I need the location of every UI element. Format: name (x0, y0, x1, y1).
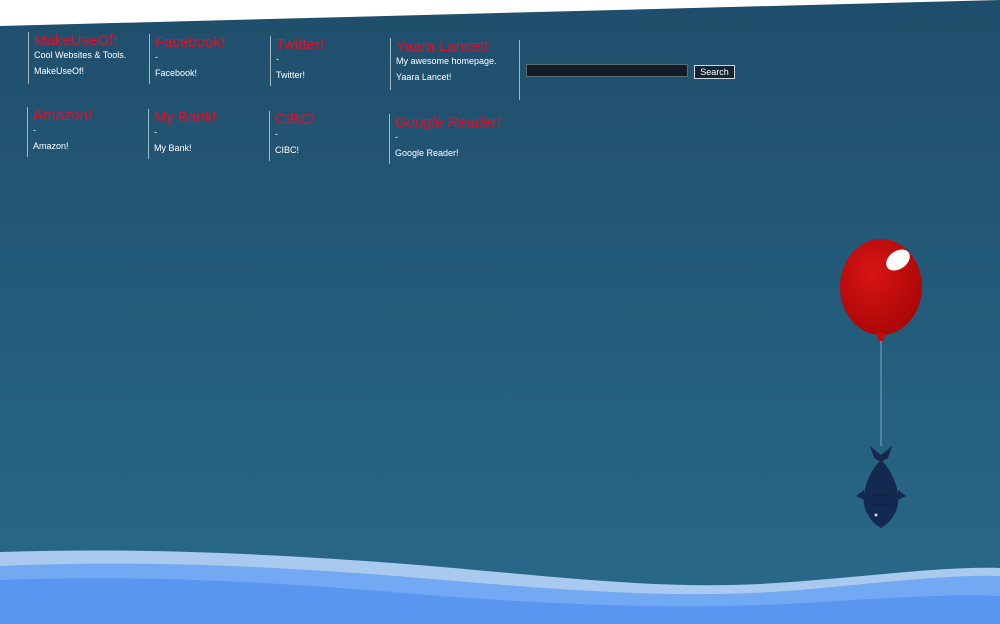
bookmark-description-twitter: - (276, 54, 279, 64)
bookmark-title-amazon[interactable]: Amazon! (33, 107, 93, 124)
bookmark-description-facebook: - (155, 52, 158, 62)
red-balloon-icon (840, 239, 922, 446)
bookmark-description-my-bank: - (154, 127, 157, 137)
waves (0, 550, 1000, 624)
bookmark-tile-yaara-lancet: Yaara Lancet! My awesome homepage. Yaara… (390, 38, 516, 90)
bookmark-tile-amazon: Amazon! - Amazon! (27, 107, 145, 157)
bookmark-link-makeuseof[interactable]: MakeUseOf! (34, 66, 85, 76)
search-input[interactable] (526, 64, 688, 77)
bookmark-link-cibc[interactable]: CIBC! (275, 145, 300, 155)
bookmark-title-google-reader[interactable]: Google Reader! (395, 114, 501, 131)
bookmark-link-google-reader[interactable]: Google Reader! (395, 148, 459, 158)
bookmark-tile-facebook: Facebook! - Facebook! (149, 34, 267, 84)
bookmark-link-yaara-lancet[interactable]: Yaara Lancet! (396, 72, 452, 82)
search-button[interactable]: Search (694, 65, 735, 79)
bookmark-description-cibc: - (275, 129, 278, 139)
bookmark-description-makeuseof: Cool Websites & Tools. (34, 50, 127, 60)
bookmark-title-cibc[interactable]: CIBC! (275, 111, 316, 128)
bookmark-link-amazon[interactable]: Amazon! (33, 141, 69, 151)
bookmark-link-facebook[interactable]: Facebook! (155, 68, 198, 78)
bookmark-title-facebook[interactable]: Facebook! (155, 34, 226, 51)
bookmark-title-yaara-lancet[interactable]: Yaara Lancet! (396, 38, 489, 55)
bookmark-title-my-bank[interactable]: My Bank! (154, 109, 217, 126)
bookmark-description-google-reader: - (395, 132, 398, 142)
bookmark-tile-my-bank: My Bank! - My Bank! (148, 109, 266, 159)
bookmark-description-yaara-lancet: My awesome homepage. (396, 56, 497, 66)
bookmark-title-makeuseof[interactable]: MakeUseOf! (34, 32, 118, 49)
bookmark-title-twitter[interactable]: Twitter! (276, 36, 325, 53)
bookmark-description-amazon: - (33, 125, 36, 135)
bookmark-tile-cibc: CIBC! - CIBC! (269, 111, 387, 161)
bookmark-tile-google-reader: Google Reader! - Google Reader! (389, 114, 515, 164)
bookmark-tile-makeuseof: MakeUseOf! Cool Websites & Tools. MakeUs… (28, 32, 146, 84)
bookmark-tile-twitter: Twitter! - Twitter! (270, 36, 388, 86)
fish-icon (856, 446, 906, 528)
bookmark-link-twitter[interactable]: Twitter! (276, 70, 306, 80)
bookmark-link-my-bank[interactable]: My Bank! (154, 143, 192, 153)
search-panel: Search (519, 40, 744, 100)
